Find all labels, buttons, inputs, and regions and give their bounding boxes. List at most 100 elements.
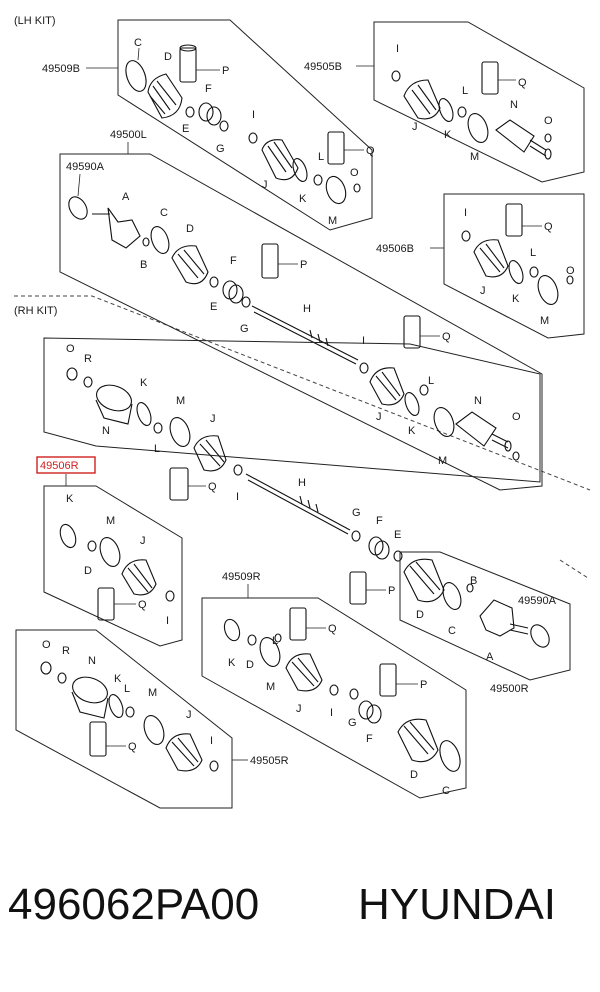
callout-letter: M [438,455,447,467]
callout-letter: N [474,395,482,407]
callout-letter: Q [518,77,527,89]
callout-letter: D [164,51,172,63]
label-49506r: 49506R [40,460,79,472]
callout-letter: K [66,493,74,505]
callout-letter: L [462,85,468,97]
callout-letter: M [106,515,115,527]
boot-j-rh-kit-outer [165,733,203,772]
callout-letter: I [464,207,467,219]
callout-letter: G [216,143,225,155]
callout-letter: N [88,655,96,667]
callout-letter: C [134,37,142,49]
housing-n-rh-outer [71,676,109,719]
callout-letter: B [470,575,477,587]
callout-letter: O [544,115,553,127]
callout-letter: H [303,303,311,315]
callout-letter: N [510,99,518,111]
bearing-f-lh-shaft [222,280,244,304]
callout-letter: O [66,343,75,355]
callout-letter: O [566,265,575,277]
boot-j-rh-kit [121,559,157,596]
callout-letter: I [166,615,169,627]
label-49509b: 49509B [42,63,80,75]
label-49509r: 49509R [222,571,261,583]
callout-letter: I [210,735,213,747]
callout-letter: Q [366,145,375,157]
box-49500r: D P C B A 49590A 49500R [349,551,571,695]
label-49505r: 49505R [250,755,289,767]
callout-letter: I [396,43,399,55]
callout-letter: G [352,507,361,519]
bearing-f-rh-outer [358,700,382,724]
callout-letter: K [408,425,416,437]
callout-letter: G [240,323,249,335]
boot-j-rh [193,435,227,472]
callout-letter: L [272,635,278,647]
callout-letter: D [246,659,254,671]
callout-letter: O [512,411,521,423]
callout-letter: G [348,717,357,729]
callout-letter: M [148,687,157,699]
callout-letter: D [186,223,194,235]
callout-letter: R [62,645,70,657]
shaft-h-lh [251,305,359,365]
callout-letter: I [330,707,333,719]
label-49505b: 49505B [304,61,342,73]
callout-letter: P [420,679,427,691]
housing-n-lh-shaft [455,411,512,452]
callout-letter: J [262,179,268,191]
callout-letter: M [266,681,275,693]
box-49506r: 49506R K D M J Q I [36,456,183,647]
kit-divider-upper [14,295,591,491]
boot-d-lh-outer [147,73,183,119]
callout-letter: L [530,247,536,259]
callout-letter: C [160,207,168,219]
label-49590a-bottom: 49590A [518,595,557,607]
highlight-49506r [36,456,96,474]
boot-j-lh-kit [473,239,509,278]
kit-divider-lower [559,559,589,579]
callout-letter: A [122,191,130,203]
callout-letter: F [366,733,373,745]
callout-letter: C [448,625,456,637]
callout-letter: F [230,255,237,267]
callout-letter: Q [138,599,147,611]
callout-letter: M [540,315,549,327]
bearing-f-lh-outer [198,102,222,126]
callout-letter: B [140,259,147,271]
callout-letter: F [376,515,383,527]
box-49509r: 49509R K D M Q L J I G P F [201,571,467,799]
callout-letter: L [318,151,324,163]
label-49500l: 49500L [110,129,147,141]
callout-letter: R [84,353,92,365]
callout-letter: D [84,565,92,577]
label-49500r: 49500R [490,683,529,695]
callout-letter: K [114,673,122,685]
callout-letter: O [42,639,51,651]
boot-j-rh-outer [285,653,323,692]
label-49590a-top: 49590A [66,161,105,173]
callout-letter: J [210,413,216,425]
boot-j-lh-shaft [369,367,405,406]
callout-letter: D [416,609,424,621]
callout-letter: Q [208,481,217,493]
callout-letter: P [300,259,307,271]
callout-letter: M [328,215,337,227]
callout-letter: K [299,193,307,205]
callout-letter: D [410,769,418,781]
rh-kit-label: (RH KIT) [14,305,57,317]
callout-letter: O [350,167,359,179]
callout-letter: J [296,703,302,715]
callout-letter: M [176,395,185,407]
callout-letter: J [140,535,146,547]
callout-letter: Q [328,623,337,635]
callout-letter: A [486,651,494,663]
box-rh-inner-joint: O R N K L M J Q I H G [43,337,541,562]
lh-kit-label: (LH KIT) [14,15,56,27]
label-49506b: 49506B [376,243,414,255]
callout-letter: H [298,477,306,489]
callout-letter: J [480,285,486,297]
callout-letter: Q [128,741,137,753]
brand-name: HYUNDAI [358,880,557,929]
callout-letter: J [186,709,192,721]
